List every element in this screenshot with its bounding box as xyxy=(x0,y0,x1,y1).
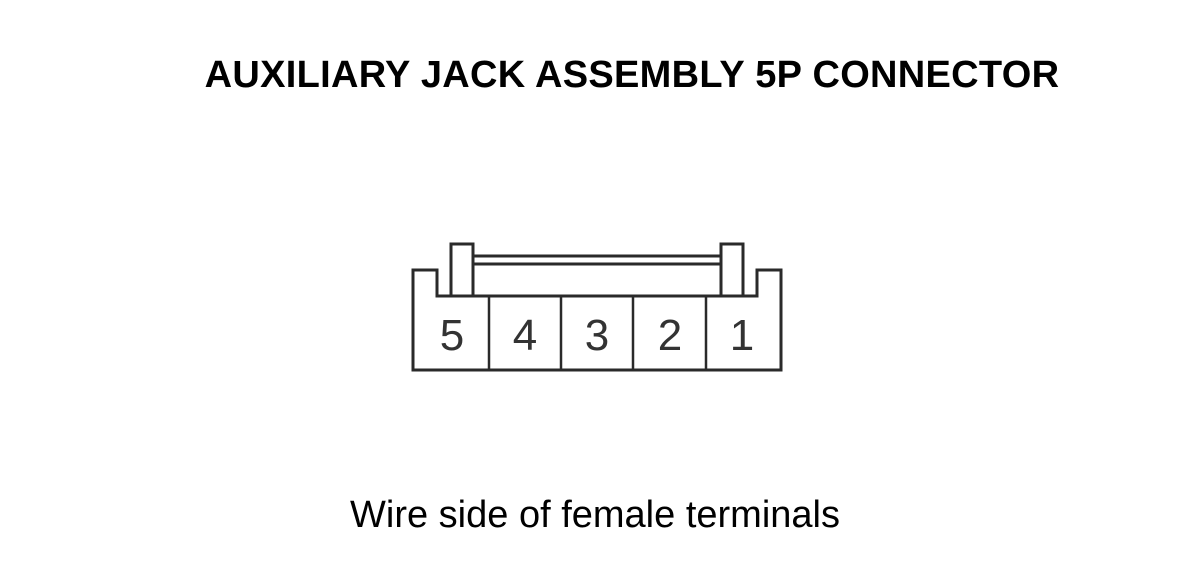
diagram-caption: Wire side of female terminals xyxy=(350,494,840,536)
left-latch xyxy=(449,242,475,298)
terminal-2-label: 2 xyxy=(658,311,682,360)
terminal-3-label: 3 xyxy=(585,311,609,360)
terminal-5-label: 5 xyxy=(440,311,464,360)
connector-housing xyxy=(411,268,783,372)
terminal-1-label: 1 xyxy=(730,311,754,360)
locking-bar xyxy=(471,254,723,266)
right-latch xyxy=(719,242,745,298)
diagram-title: AUXILIARY JACK ASSEMBLY 5P CONNECTOR xyxy=(204,54,1060,96)
terminal-4-label: 4 xyxy=(513,311,537,360)
